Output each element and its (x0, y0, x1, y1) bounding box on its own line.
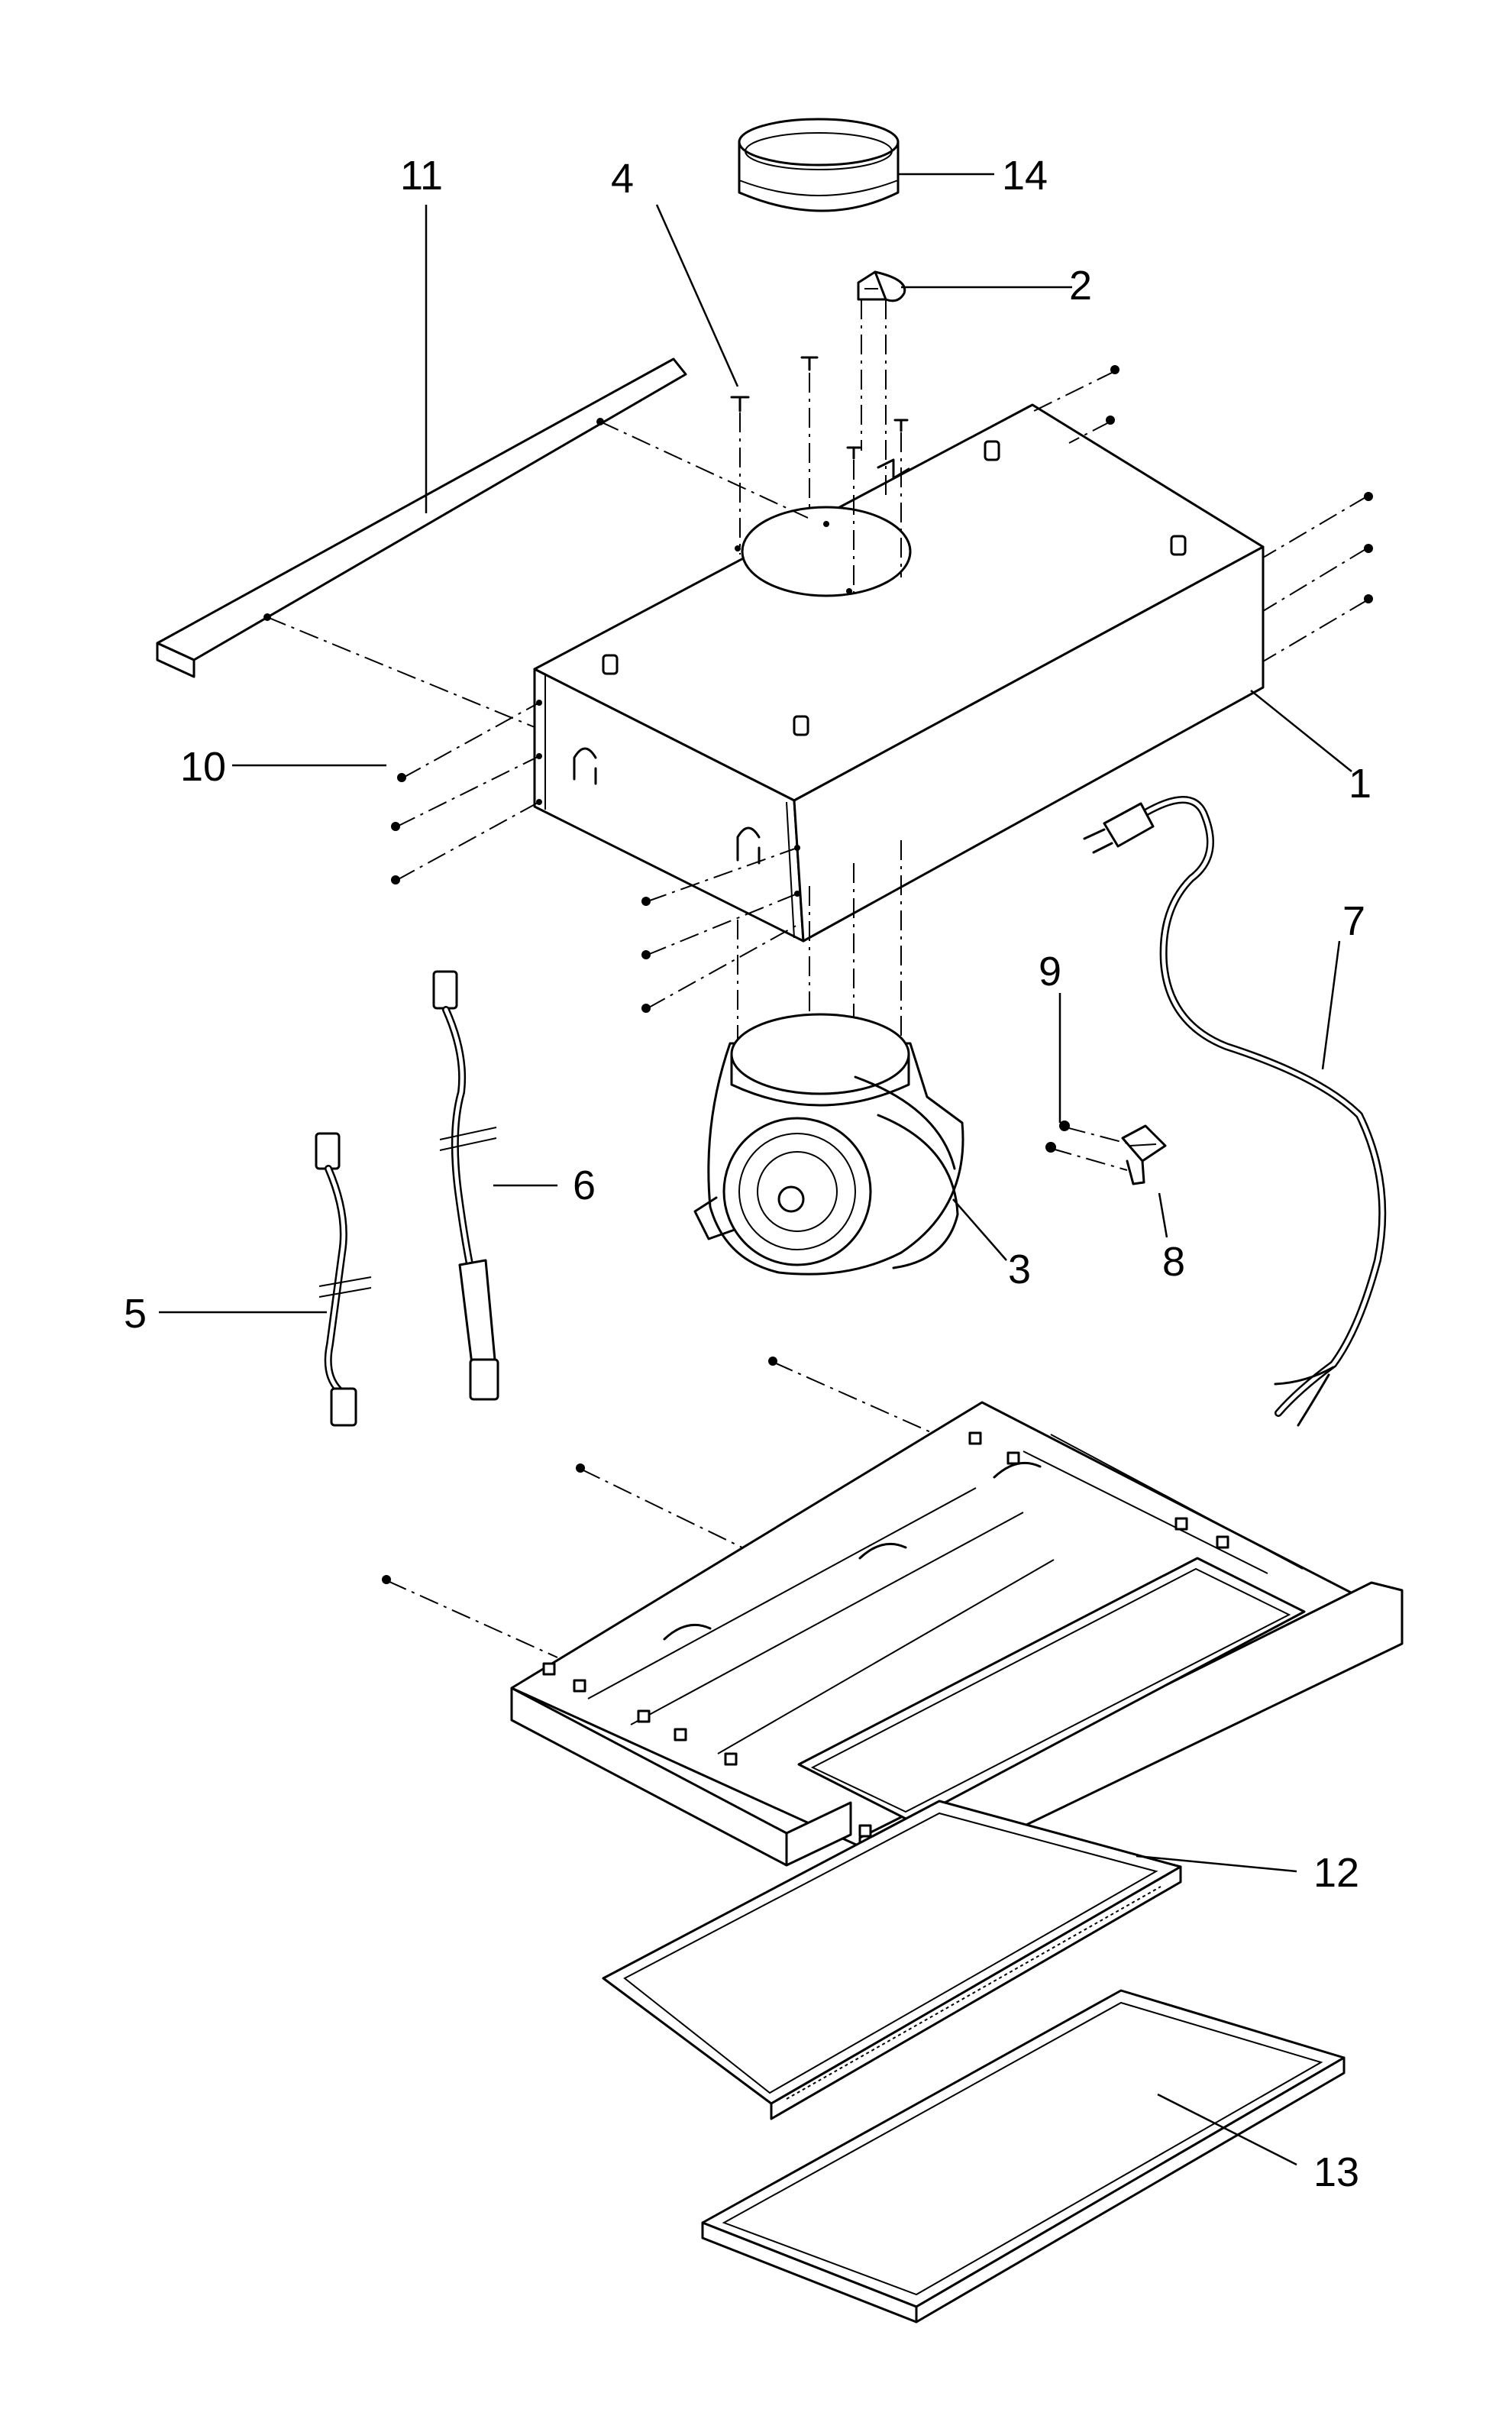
callout-5: 5 (124, 1291, 147, 1337)
callout-12: 12 (1313, 1850, 1359, 1896)
housing-stud-group (602, 440, 1187, 736)
callout-8: 8 (1162, 1239, 1185, 1285)
part-6-harness (432, 970, 499, 1401)
callout-labels: 1 2 3 4 5 6 7 8 9 10 11 12 13 14 (124, 153, 1371, 2195)
part-8-switch (1121, 1124, 1167, 1185)
callout-7: 7 (1342, 898, 1365, 944)
callout-4: 4 (611, 156, 634, 202)
assembly-lines (267, 299, 1368, 1658)
part-3-blower (693, 1013, 964, 1276)
callout-10: 10 (180, 744, 226, 790)
callout-6: 6 (573, 1163, 596, 1208)
callout-3: 3 (1008, 1247, 1031, 1292)
part-5-harness (315, 1132, 372, 1427)
part-11-bracket (156, 357, 687, 678)
callout-2: 2 (1069, 263, 1092, 309)
leader-lines (159, 173, 1352, 2166)
part-2-clip (857, 270, 906, 302)
part-13-filter (701, 1989, 1346, 2324)
callout-9: 9 (1039, 949, 1061, 994)
part-7-power-cord (1083, 796, 1387, 1427)
part-14-duct-collar (738, 118, 900, 212)
callout-11: 11 (400, 153, 443, 199)
hood-frame (510, 1401, 1404, 1948)
part-1-housing (533, 403, 1265, 943)
part-4-screw (730, 396, 750, 412)
screw-group (382, 356, 1373, 1584)
callout-13: 13 (1313, 2149, 1359, 2195)
callout-14: 14 (1002, 153, 1048, 199)
part-12-filter (602, 1800, 1182, 2120)
callout-1: 1 (1349, 761, 1371, 807)
